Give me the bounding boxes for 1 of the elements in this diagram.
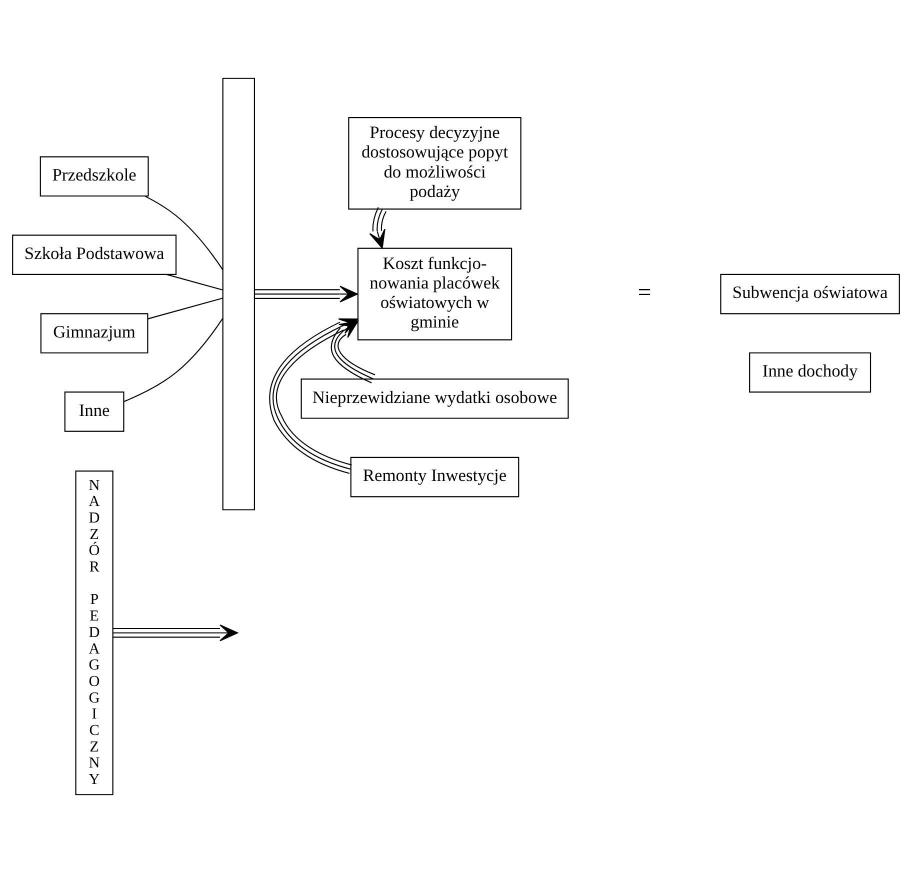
label: = <box>638 280 652 306</box>
